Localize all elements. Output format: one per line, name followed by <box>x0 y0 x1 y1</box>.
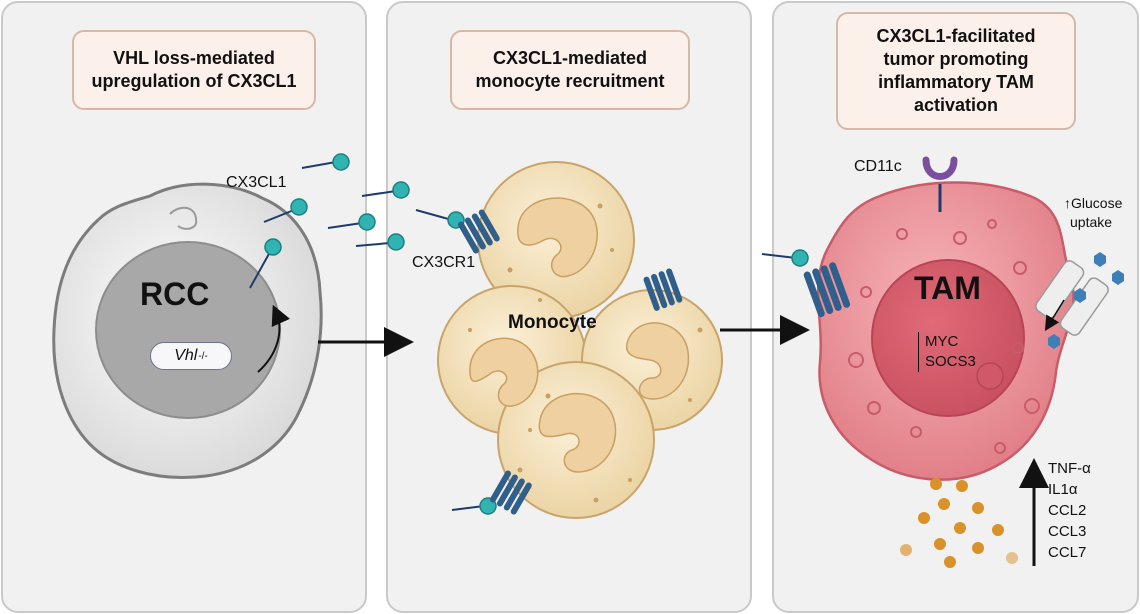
cytokine-particles <box>900 478 1018 568</box>
cx3cl1-ligand-4 <box>327 213 376 231</box>
cx3cl1-label: CX3CL1 <box>226 174 287 191</box>
cytokine-item: IL1α <box>1048 481 1078 498</box>
cx3cr1-receptor-bottom <box>451 470 532 515</box>
vhl-gene-name: Vhl <box>174 347 198 364</box>
rcc-membrane-fold <box>169 206 198 230</box>
tam-cx3cr1-receptor <box>761 249 851 318</box>
socs3-text: SOCS3 <box>925 353 976 370</box>
myc-socs3-label: MYC SOCS3 <box>918 332 976 372</box>
rcc-nucleus <box>95 241 281 419</box>
cytokine-item: CCL7 <box>1048 544 1087 561</box>
monocyte-cluster <box>437 161 723 519</box>
cx3cr1-label: CX3CR1 <box>412 254 476 271</box>
panel-3-title: CX3CL1-facilitated tumor promoting infla… <box>836 12 1076 130</box>
cytokine-item: CCL3 <box>1048 523 1087 540</box>
myc-text: MYC <box>925 333 959 350</box>
rcc-label: RCC <box>140 276 210 312</box>
glucose-line-1: ↑Glucose <box>1064 195 1123 211</box>
vhl-genotype-superscript: -/- <box>198 350 208 362</box>
cx3cl1-ligand-membrane <box>249 238 282 289</box>
cx3cr1-receptor-right <box>643 268 683 311</box>
glucose-uptake-label: ↑Glucose uptake <box>1064 194 1122 232</box>
cx3cl1-ligand-1 <box>301 153 350 171</box>
cytokine-item: TNF-α <box>1048 460 1091 477</box>
vhl-genotype-badge: Vhl-/- <box>150 342 232 370</box>
panel-1-title: VHL loss-mediated upregulation of CX3CL1 <box>72 30 316 110</box>
tam-label: TAM <box>914 270 981 306</box>
cytokine-item: CCL2 <box>1048 502 1087 519</box>
glucose-line-2: uptake <box>1070 214 1113 230</box>
cx3cl1-ligand-2 <box>263 198 308 223</box>
cytokine-list: TNF-α IL1α CCL2 CCL3 CCL7 <box>1048 458 1091 563</box>
cd11c-receptor <box>922 156 958 212</box>
tam-vesicles <box>848 219 1040 454</box>
cx3cl1-ligand-5 <box>355 233 405 251</box>
cx3cl1-ligand-3 <box>361 181 410 199</box>
panel-2-title: CX3CL1-mediated monocyte recruitment <box>450 30 690 110</box>
cd11c-label: CD11c <box>854 158 902 175</box>
glucose-transporter <box>1035 252 1124 349</box>
monocyte-label: Monocyte <box>508 312 597 333</box>
upregulation-arrow <box>257 304 291 373</box>
cx3cr1-receptor-top <box>415 209 500 254</box>
tam-nucleolus <box>976 362 1004 390</box>
